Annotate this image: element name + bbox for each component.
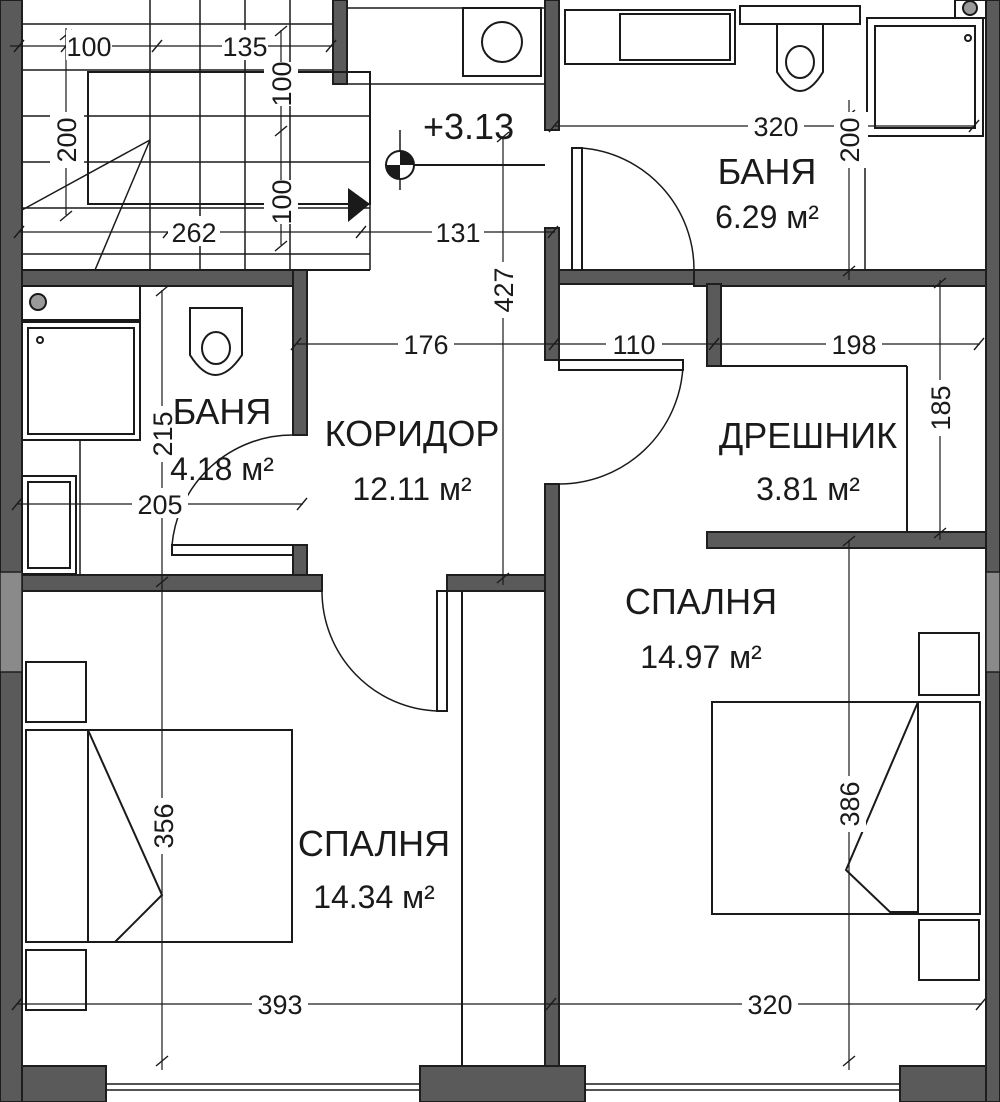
window-icon [0, 571, 23, 673]
door-leaf [436, 590, 448, 712]
wall-top-stub-2 [544, 0, 560, 131]
room-area: 4.18 м² [170, 451, 274, 487]
wall-left [0, 0, 23, 1102]
dimension-label: 356 [149, 803, 179, 848]
stair-arrow-icon [348, 188, 370, 222]
dimension-label: 100 [267, 61, 297, 106]
room-name: КОРИДОР [325, 413, 500, 454]
shower-drain [36, 336, 44, 344]
nightstand-icon [918, 632, 980, 696]
room-area: 12.11 м² [352, 471, 472, 507]
wall-big-bath-bottom-left [558, 269, 695, 285]
toilet-seat [785, 45, 815, 79]
stair-well [87, 71, 371, 205]
wall-central-lower [544, 483, 560, 1067]
nightstand-icon [25, 661, 87, 723]
room-name: БАНЯ [173, 391, 272, 432]
wall-bottom-middle [419, 1065, 586, 1102]
dimension-label: 427 [489, 267, 519, 312]
shower-drain [964, 34, 972, 42]
dimension-label: 176 [403, 330, 448, 360]
wall-small-bath-right [292, 269, 308, 436]
door-swing-arc [558, 365, 684, 485]
dimension-label: 215 [148, 411, 178, 456]
room-name: БАНЯ [718, 151, 817, 192]
wall-closet-bottom [706, 531, 987, 549]
door-swing-arc [581, 147, 695, 271]
toilet-seat [201, 331, 231, 365]
dimension-label: 320 [747, 990, 792, 1020]
window-icon [985, 571, 1000, 673]
door-leaf [571, 147, 583, 271]
dimension-label: 205 [137, 490, 182, 520]
door-swing-arc [171, 434, 294, 546]
wall-right [985, 0, 1000, 1102]
dimension-label: 100 [267, 179, 297, 224]
level-marker: +3.13 [385, 106, 545, 190]
dimension-label: 135 [222, 32, 267, 62]
level-label: +3.13 [423, 106, 514, 147]
shower-tray [27, 327, 135, 435]
dimension-label: 393 [257, 990, 302, 1020]
room-labels: БАНЯ 6.29 м² БАНЯ 4.18 м² КОРИДОР 12.11 … [170, 151, 897, 915]
door-leaf [558, 359, 684, 371]
wall-central-upper [544, 227, 560, 361]
wall-top-stub-1 [332, 0, 348, 85]
nightstand-icon [25, 949, 87, 1011]
dimension-label: 185 [926, 385, 956, 430]
bed-sheet [844, 701, 919, 913]
room-area: 6.29 м² [715, 199, 819, 235]
level-marker-fill [386, 151, 414, 179]
wall-bottom-left [21, 1065, 107, 1102]
bed-sheet [87, 729, 164, 943]
room-area: 3.81 м² [756, 471, 860, 507]
stair-cut-line [21, 139, 151, 211]
washing-machine-drum [481, 21, 523, 63]
dimension-label: 198 [831, 330, 876, 360]
door-leaf [171, 544, 294, 556]
door-swing-arc [321, 590, 438, 712]
room-name: СПАЛНЯ [625, 581, 777, 622]
nightstand-icon [918, 919, 980, 981]
wall-closet-left [706, 283, 722, 367]
wall-small-bath-bottom [21, 574, 323, 592]
washbasin-bowl [27, 481, 71, 569]
room-area: 14.34 м² [313, 879, 435, 915]
column-marker [29, 293, 47, 311]
wall-big-bath-bottom-right [693, 269, 987, 287]
dimension-label: 262 [171, 218, 216, 248]
dimension-label: 386 [835, 781, 865, 826]
column-marker [962, 0, 978, 16]
wall-bottom-right [899, 1065, 987, 1102]
room-name: СПАЛНЯ [298, 823, 450, 864]
bathtub-inner [619, 13, 731, 61]
partitions [22, 269, 908, 1066]
dimension-label: 100 [66, 32, 111, 62]
doors [171, 147, 695, 712]
wall-corridor-bottom-right [446, 574, 546, 592]
toilet-tank [739, 5, 861, 25]
dimension-label: 320 [753, 112, 798, 142]
dimension-label: 110 [612, 330, 655, 360]
wall-stair-bottom [21, 269, 308, 287]
shower-tray [874, 25, 976, 129]
room-name: ДРЕШНИК [719, 415, 897, 456]
dimension-labels: 100 135 100 200 100 262 131 320 200 427 … [50, 30, 960, 1020]
dimension-label: 131 [435, 218, 480, 248]
dimension-label: 200 [52, 117, 82, 162]
dimension-label: 200 [835, 117, 865, 162]
room-area: 14.97 м² [640, 639, 762, 675]
